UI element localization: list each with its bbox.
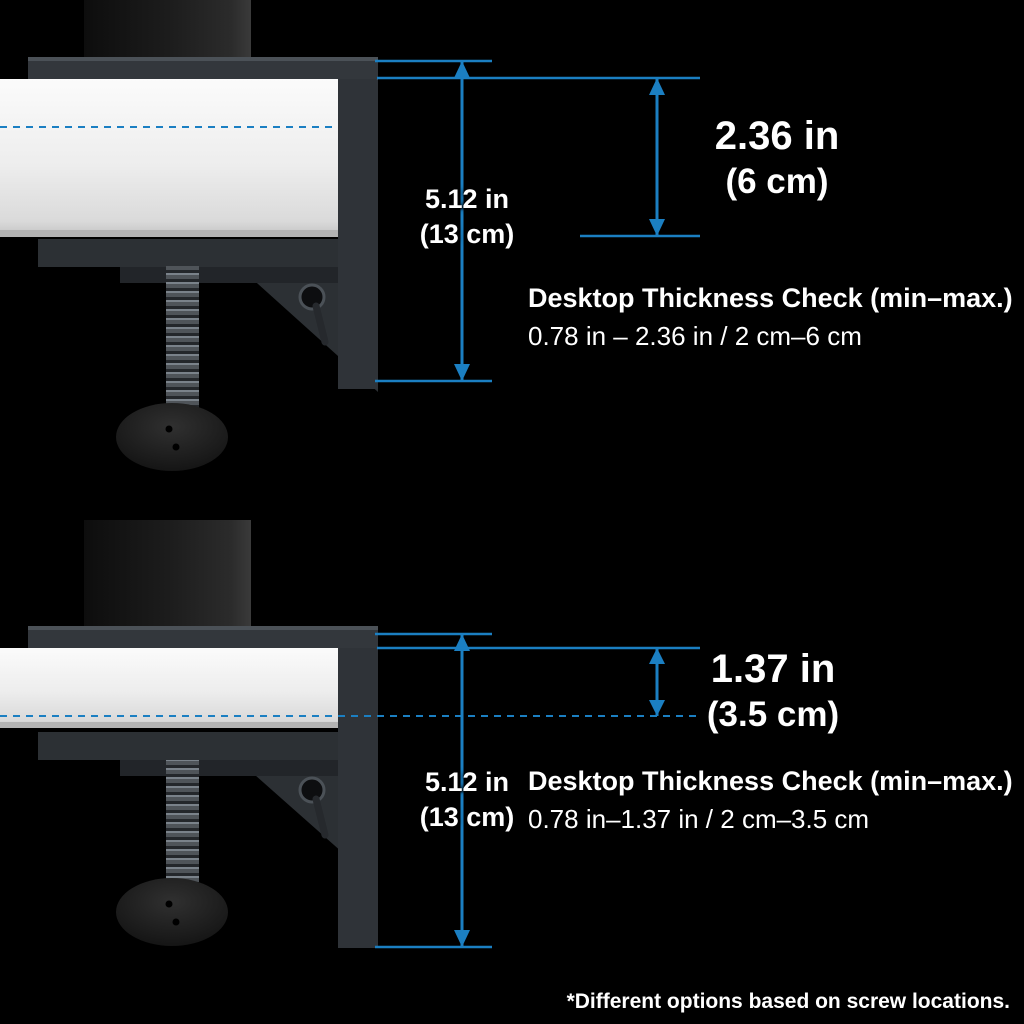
release-pin [298, 283, 326, 311]
clamp-top-plate [28, 57, 378, 79]
clamp-illustration-bottom [0, 520, 700, 948]
dimension-capacity-bottom [375, 632, 492, 949]
clamp-illustration-top [0, 0, 378, 471]
clamp-top-plate-highlight [28, 57, 378, 61]
clamp-lower-arm-step [120, 760, 338, 776]
knob-hole [172, 918, 180, 926]
knob-hole [165, 900, 173, 908]
arrow-down [454, 364, 470, 381]
capacity-value: 5.12 in [424, 184, 510, 214]
clamp-lower-arm [38, 239, 338, 267]
knob-hole [165, 425, 173, 433]
check-range: 0.78 in–1.37 in / 2 cm–3.5 cm [528, 804, 870, 834]
check-range: 0.78 in – 2.36 in / 2 cm–6 cm [528, 321, 862, 351]
clamp-lower-arm [38, 732, 338, 760]
thickness-check-bottom: Desktop Thickness Check (min–max.) 0.78 … [528, 766, 1013, 835]
release-pin-lever [312, 795, 329, 839]
knob-hole [172, 443, 180, 451]
arrow-down [649, 700, 665, 716]
clamp-screw [166, 760, 199, 882]
desk-slab [0, 79, 346, 237]
dimension-thickness-top [377, 76, 700, 238]
thickness-check-top: Desktop Thickness Check (min–max.) 0.78 … [528, 283, 1013, 352]
arrow-down [649, 219, 665, 236]
footnote: *Different options based on screw locati… [566, 990, 1010, 1013]
clamp-lower-arm-step [120, 267, 338, 283]
capacity-value: 5.12 in [424, 767, 510, 797]
capacity-metric: (13 cm) [419, 802, 515, 832]
thickness-metric: (6 cm) [725, 162, 829, 201]
desk-slab [0, 648, 346, 728]
check-title: Desktop Thickness Check (min–max.) [528, 766, 1013, 796]
clamp-screw [166, 266, 199, 408]
arrow-up [649, 648, 665, 664]
clamp-top-plate-highlight [28, 626, 378, 630]
desk-slab-bottom-shade [0, 230, 346, 237]
arrow-up [454, 61, 470, 78]
arrow-down [454, 930, 470, 947]
clamp-top-plate [28, 626, 378, 648]
release-pin [298, 776, 326, 804]
desk-slab-bottom-shade [0, 722, 346, 728]
mount-pole [84, 0, 251, 62]
label-thickness-bottom: 1.37 in (3.5 cm) [682, 646, 864, 738]
clamp-knob [116, 878, 228, 946]
clamp-bracket [338, 57, 378, 389]
dimension-capacity-top [375, 59, 492, 383]
label-thickness-top: 2.36 in (6 cm) [686, 113, 868, 205]
check-title: Desktop Thickness Check (min–max.) [528, 283, 1013, 313]
label-capacity-bottom: 5.12 in (13 cm) [401, 765, 533, 835]
label-capacity-top: 5.12 in (13 cm) [401, 182, 533, 252]
clamp-bracket [338, 626, 378, 948]
arrow-up [649, 78, 665, 95]
mount-pole [84, 520, 251, 628]
thickness-metric: (3.5 cm) [706, 695, 840, 734]
release-pin-lever [312, 302, 329, 346]
clamp-knob [116, 403, 228, 471]
dimension-thickness-bottom [377, 646, 700, 716]
thickness-value: 1.37 in [710, 647, 836, 691]
thickness-value: 2.36 in [714, 114, 840, 158]
capacity-metric: (13 cm) [419, 219, 515, 249]
